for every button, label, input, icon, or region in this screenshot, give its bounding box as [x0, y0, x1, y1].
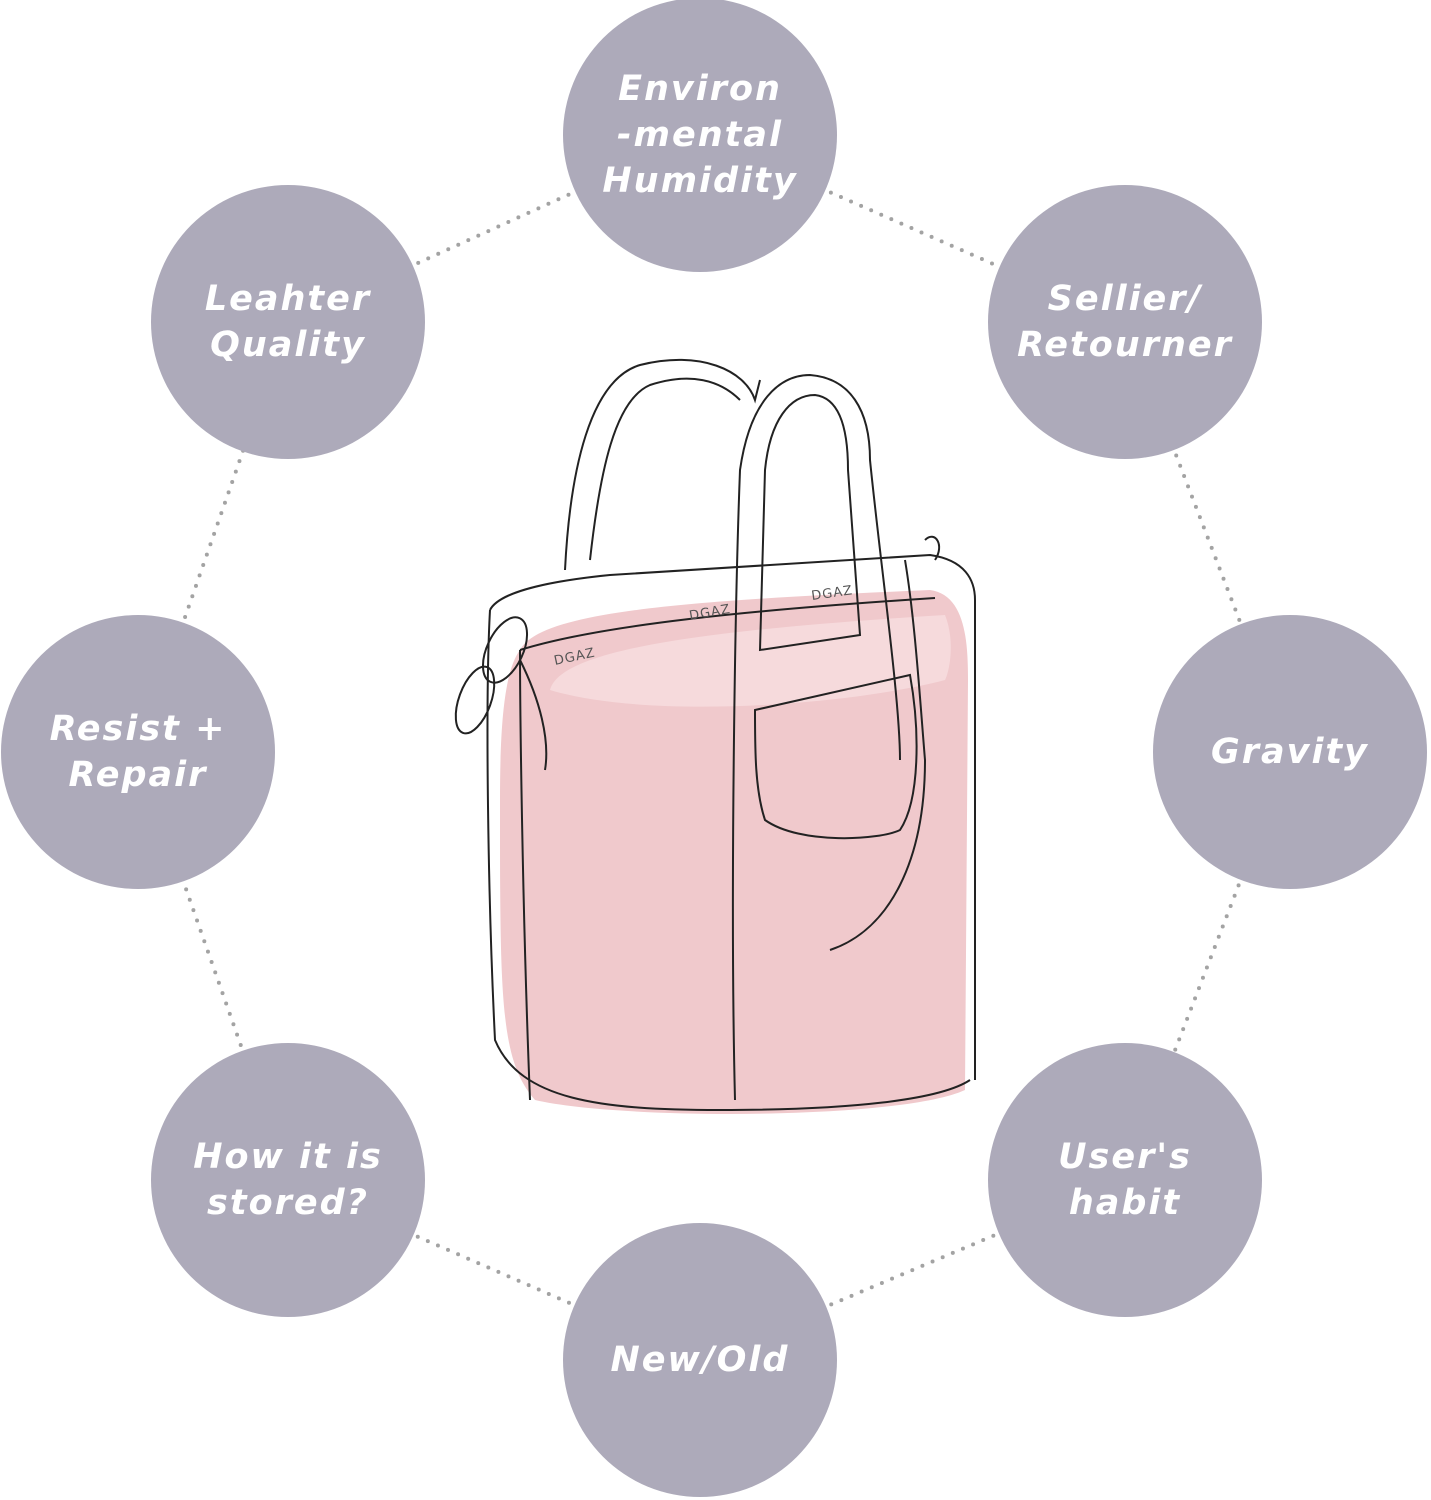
factor-resist: Resist + Repair: [1, 615, 275, 889]
factor-habit: User's habit: [988, 1043, 1262, 1317]
factor-sellier: Sellier/ Retourner: [988, 185, 1262, 459]
factor-new-old: New/Old: [563, 1223, 837, 1497]
factor-label: User's habit: [1058, 1137, 1192, 1223]
factor-humidity: Environ -mental Humidity: [563, 0, 837, 272]
factor-leather: Leahter Quality: [151, 185, 425, 459]
insert-logo: DGAZ: [810, 583, 854, 604]
bag-illustration: [454, 358, 976, 1114]
factor-label: Leahter Quality: [204, 279, 372, 365]
factor-stored: How it is stored?: [151, 1043, 425, 1317]
factor-label: How it is stored?: [193, 1137, 383, 1223]
factor-label: New/Old: [610, 1340, 790, 1380]
factor-label: Gravity: [1211, 732, 1369, 772]
factor-gravity: Gravity: [1153, 615, 1427, 889]
insert-logos: DGAZ DGAZ DGAZ: [553, 583, 854, 669]
factor-label: Environ -mental Humidity: [602, 69, 798, 201]
factor-label: Resist + Repair: [49, 709, 227, 795]
insert-logo: DGAZ: [688, 602, 732, 624]
factor-label: Sellier/ Retourner: [1017, 279, 1233, 365]
